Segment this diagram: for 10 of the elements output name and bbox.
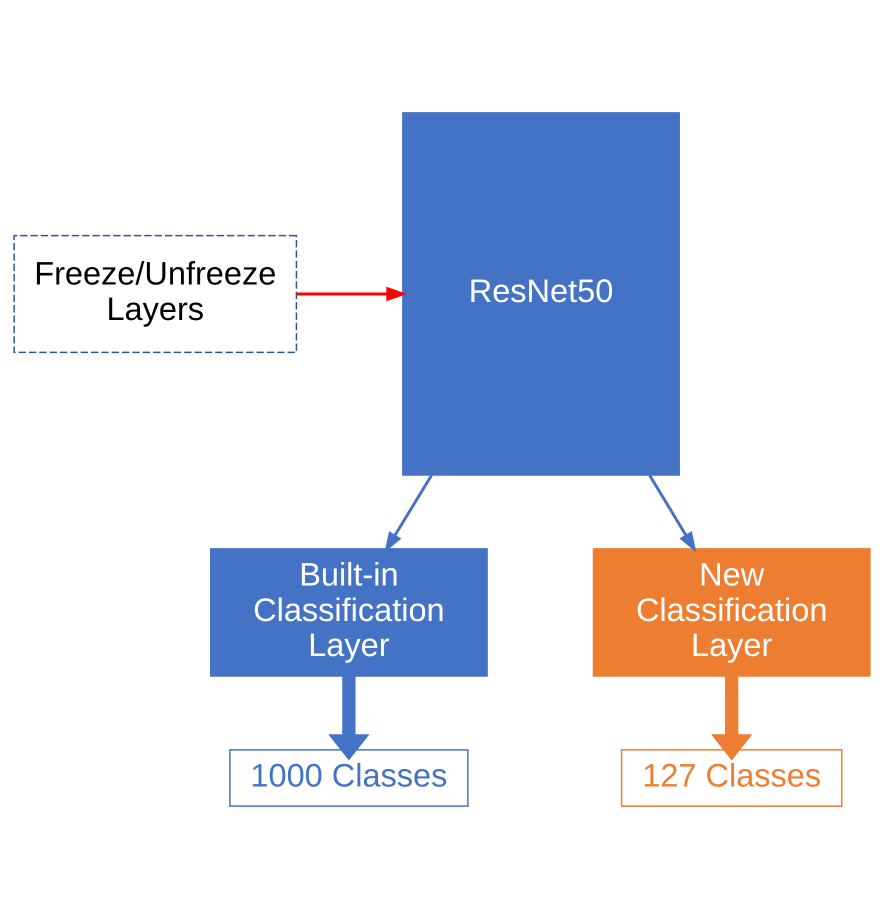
node-box: Freeze/Unfreeze Layers: [13, 234, 298, 354]
node-box: Built-in Classification Layer: [210, 548, 488, 677]
node-box: 1000 Classes: [229, 749, 469, 807]
node-box: 127 Classes: [620, 749, 843, 807]
arrow: [328, 676, 370, 760]
arrow: [711, 676, 752, 760]
arrow: [648, 474, 696, 553]
arrow: [296, 286, 408, 302]
node-box: ResNet50: [402, 112, 680, 476]
node-box: New Classification Layer: [592, 548, 871, 677]
